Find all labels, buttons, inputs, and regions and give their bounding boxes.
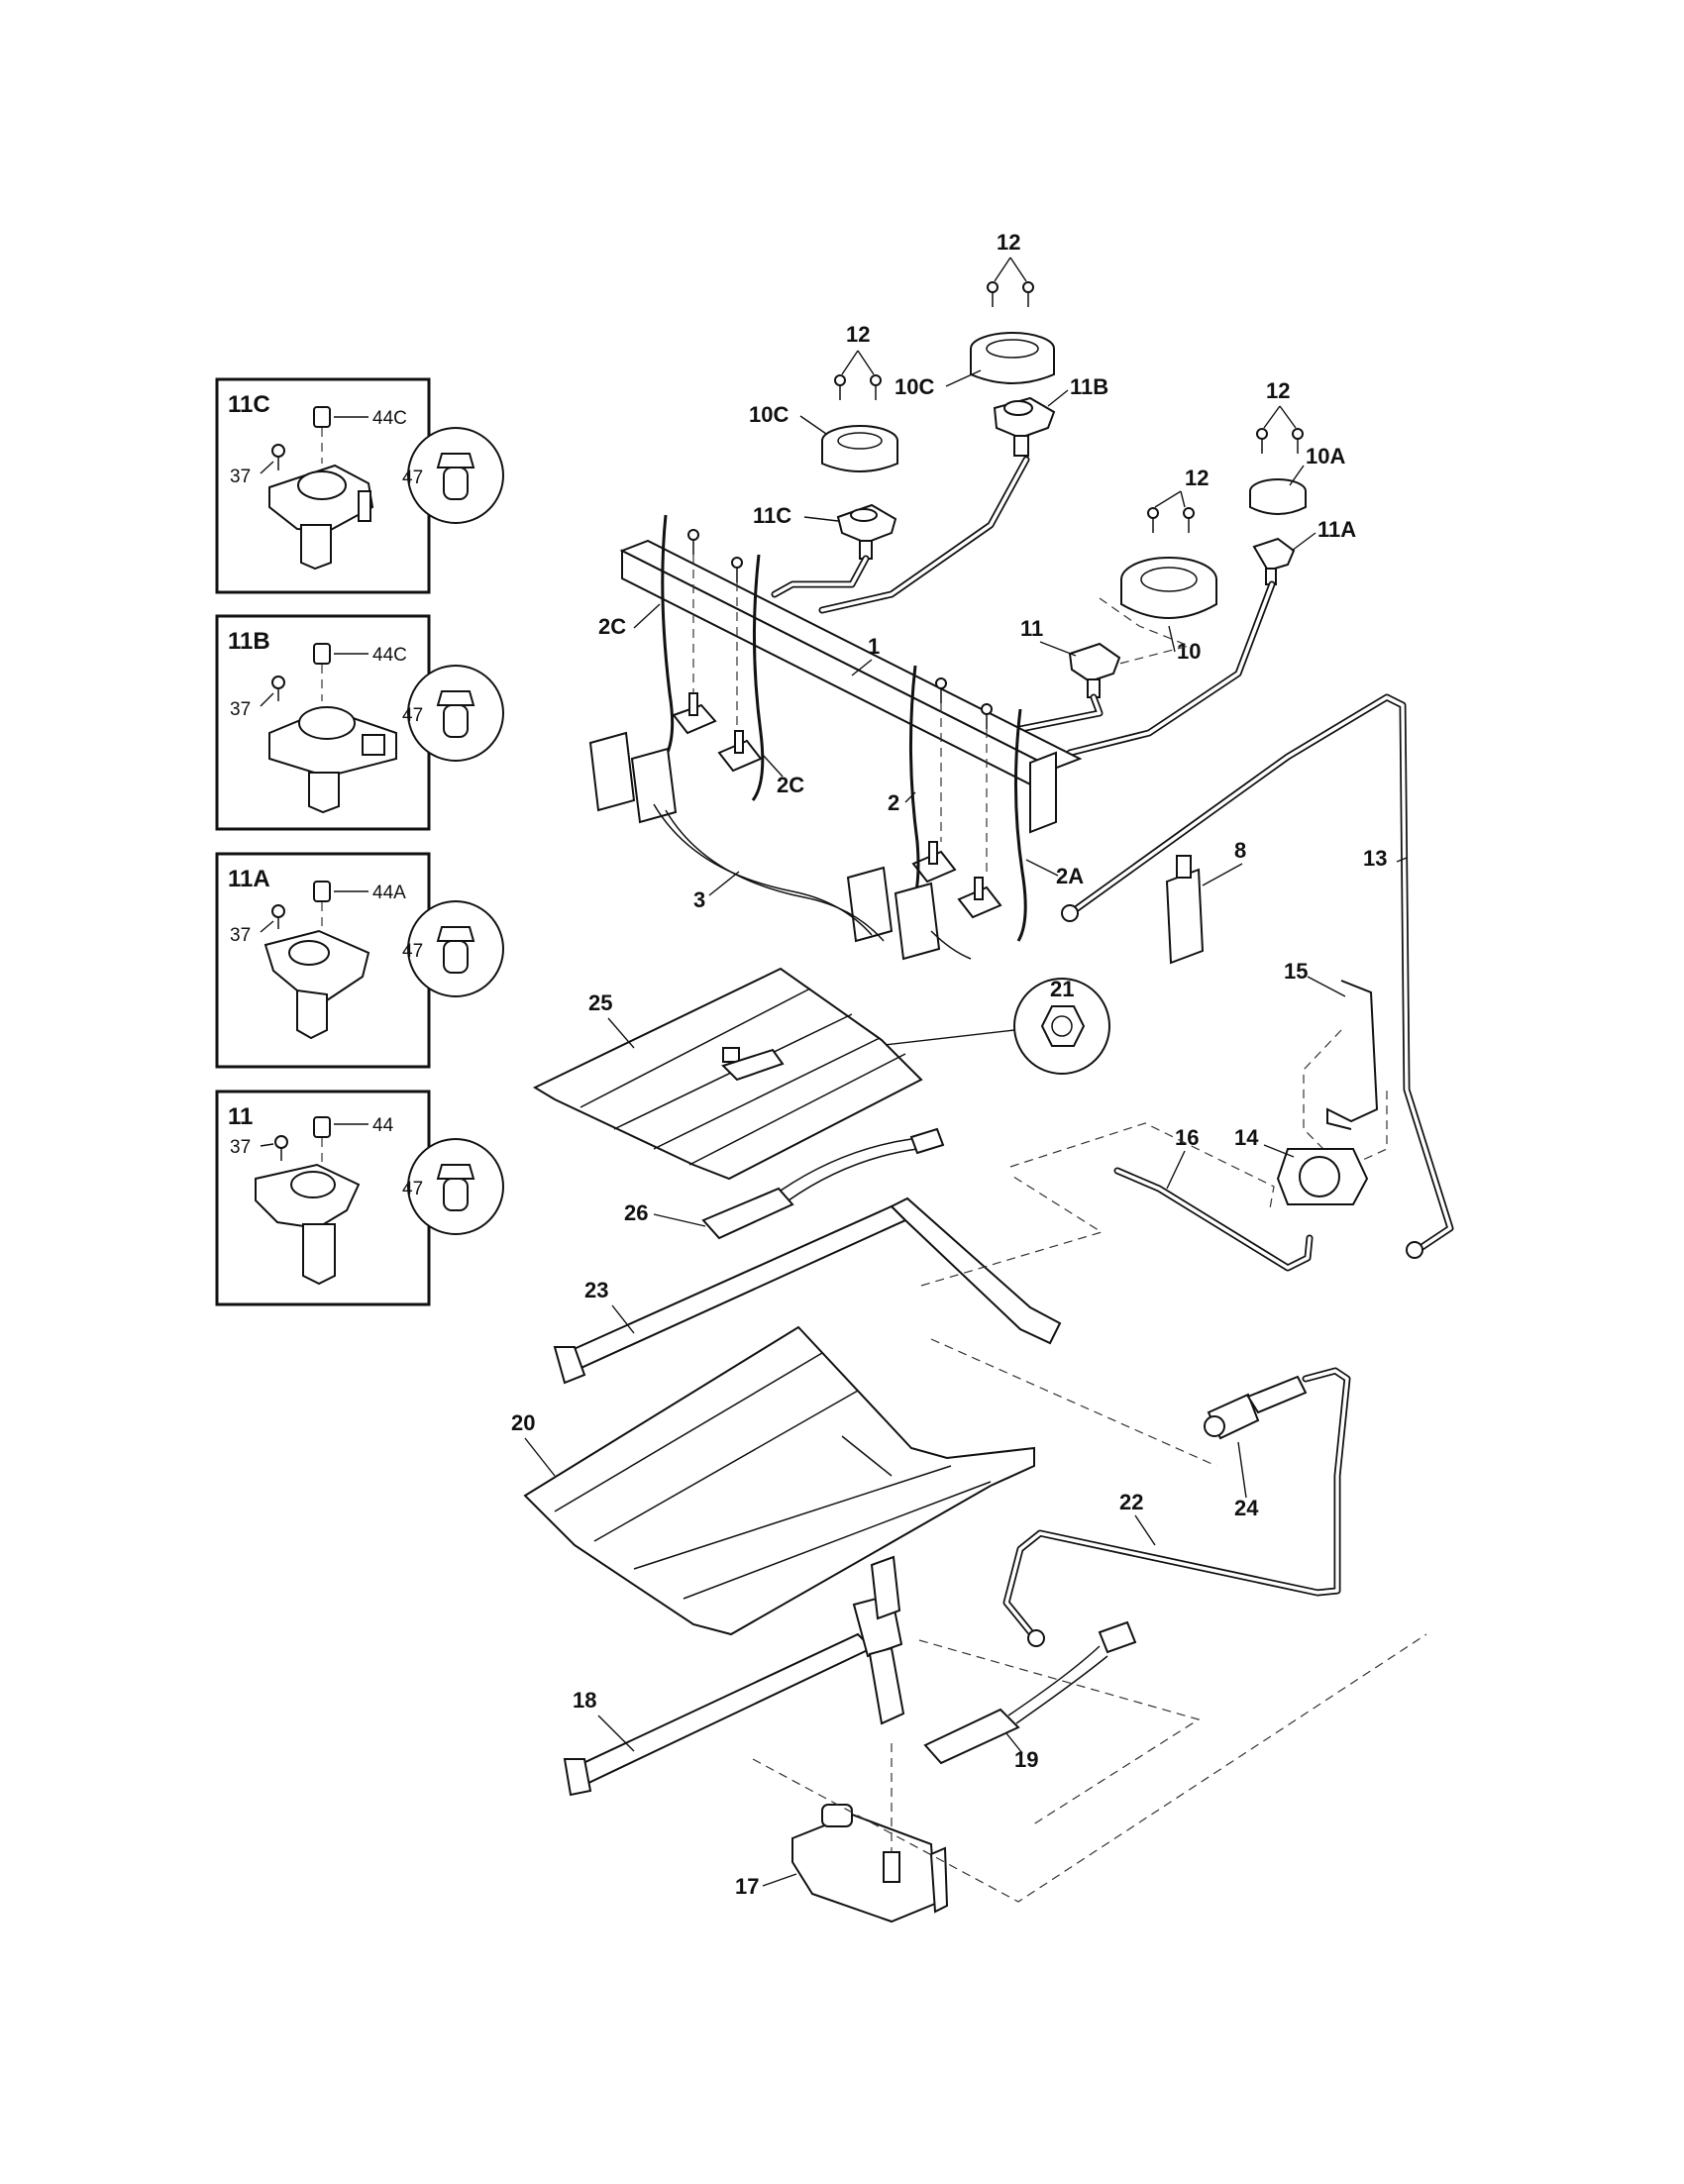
bake-burner-23: 23: [553, 1174, 1217, 1467]
oven-valve-17: 17: [735, 1633, 1427, 1924]
inset-11b-cap-label: 44C: [372, 645, 407, 666]
inset-11a: 11A 37 44A 47: [215, 852, 504, 1069]
burner-supply-tubes: [771, 456, 1276, 757]
screws-12-top: 12: [987, 230, 1034, 307]
inset-11-cap-label: 44: [372, 1115, 394, 1136]
burner-10c-top: 10C: [895, 332, 1055, 399]
inset-11c-jet-label: 47: [402, 468, 423, 488]
inset-11a-title: 11A: [228, 866, 270, 892]
screws-12-10: 12: [1147, 466, 1209, 533]
callout-valve-2a: 2A: [1056, 864, 1084, 888]
bake-baffle-25: 25: [532, 967, 923, 1181]
callout-valve-2: 2: [888, 790, 899, 815]
callout-nut: 21: [1050, 977, 1074, 1001]
broil-baffle-20: 20: [511, 1325, 1035, 1636]
orifice-jet-icon: [436, 690, 475, 738]
inset-11b-title: 11B: [228, 628, 270, 655]
callout-regulator: 14: [1234, 1125, 1259, 1150]
callout-broil-burner: 18: [573, 1688, 596, 1713]
callout-valve-2c-b: 2C: [777, 773, 804, 797]
callout-head-11: 11: [1020, 616, 1043, 641]
valves-group: 2C 2C 2 2A: [598, 514, 1084, 942]
callout-screws-12-left: 12: [846, 322, 870, 347]
burner-head-11b-icon: [268, 706, 397, 814]
tube-22: 22: [1002, 1367, 1351, 1647]
burner-10c-left: 10C: [749, 402, 898, 472]
inset-11: 11 37 44 47: [215, 1090, 504, 1306]
callout-head-11b: 11B: [1070, 374, 1108, 399]
callout-valve-2c-a: 2C: [598, 614, 626, 639]
callout-harness: 3: [693, 887, 705, 912]
callout-head-11c: 11C: [753, 503, 791, 528]
burner-head-11a-icon: [263, 929, 370, 1040]
callout-burner-10a: 10A: [1306, 444, 1345, 468]
burner-10: 10: [1099, 557, 1217, 665]
inset-11c-screw-label: 37: [230, 467, 251, 487]
bracket-15: 15: [1284, 959, 1388, 1170]
callout-bracket: 15: [1284, 959, 1308, 984]
inset-11-screw-label: 37: [230, 1137, 251, 1158]
callout-broil-igniter: 19: [1014, 1747, 1038, 1772]
callout-manifold: 1: [868, 634, 880, 659]
inset-11-title: 11: [228, 1103, 253, 1130]
callout-burner-10c-top: 10C: [895, 374, 934, 399]
callout-broil-baffle: 20: [511, 1410, 535, 1435]
screws-12-left: 12: [834, 322, 882, 400]
regulator-14: 14: [1234, 1125, 1369, 1205]
orifice-holder-24: 24: [1204, 1375, 1308, 1520]
inset-11b-screw-label: 37: [230, 699, 251, 720]
harness-3: 3: [588, 731, 972, 961]
switch-8: 8: [1165, 838, 1246, 965]
callout-burner-10c-left: 10C: [749, 402, 789, 427]
orifice-jet-icon: [436, 926, 475, 974]
inset-11a-jet-label: 47: [402, 941, 423, 962]
orifice-jet-icon: [436, 453, 475, 500]
callout-head-11a: 11A: [1317, 517, 1356, 542]
burner-10a: 10A: [1249, 444, 1345, 515]
callout-bake-igniter: 26: [624, 1200, 648, 1225]
burner-head-11-icon: [255, 1163, 361, 1286]
callout-oven-valve: 17: [735, 1874, 759, 1899]
inset-11a-cap-label: 44A: [372, 883, 406, 903]
inset-11-jet-label: 47: [402, 1179, 423, 1199]
callout-bake-burner: 23: [584, 1278, 608, 1302]
inset-11b: 11B 37 44C 47: [215, 614, 504, 831]
broil-igniter-19: 19: [923, 1620, 1137, 1772]
screws-12-10a: 12: [1256, 378, 1304, 454]
broil-burner-18: 18: [563, 1555, 1201, 1827]
burner-head-11c-icon: [268, 464, 374, 571]
callout-tube-13: 13: [1363, 846, 1387, 871]
callout-bake-baffle: 25: [588, 990, 612, 1015]
burner-head-11a: 11A: [1252, 517, 1356, 585]
tube-16: 16: [1009, 1122, 1314, 1272]
callout-screws-12-10: 12: [1185, 466, 1209, 490]
callout-tube-16: 16: [1175, 1125, 1199, 1150]
bake-igniter-26: 26: [624, 1127, 945, 1240]
inset-11b-jet-label: 47: [402, 705, 423, 726]
callout-screws-12-10a: 12: [1266, 378, 1290, 403]
callout-switch: 8: [1234, 838, 1246, 863]
inset-11c-cap-label: 44C: [372, 408, 407, 429]
callout-tube-22: 22: [1119, 1490, 1143, 1514]
nut-21: 21: [754, 977, 1110, 1075]
inset-11c: 11C 37 44C 47: [215, 377, 504, 594]
burner-head-11b: 11B: [993, 374, 1108, 457]
callout-orifice-holder: 24: [1234, 1496, 1259, 1520]
callout-screws-12-top: 12: [997, 230, 1020, 255]
burner-head-11c: 11C: [753, 503, 897, 560]
tube-13: 13: [1061, 693, 1454, 1259]
inset-11a-screw-label: 37: [230, 925, 251, 946]
orifice-jet-icon: [436, 1164, 475, 1211]
burner-head-11: 11: [1020, 616, 1121, 698]
inset-11c-title: 11C: [228, 391, 270, 418]
